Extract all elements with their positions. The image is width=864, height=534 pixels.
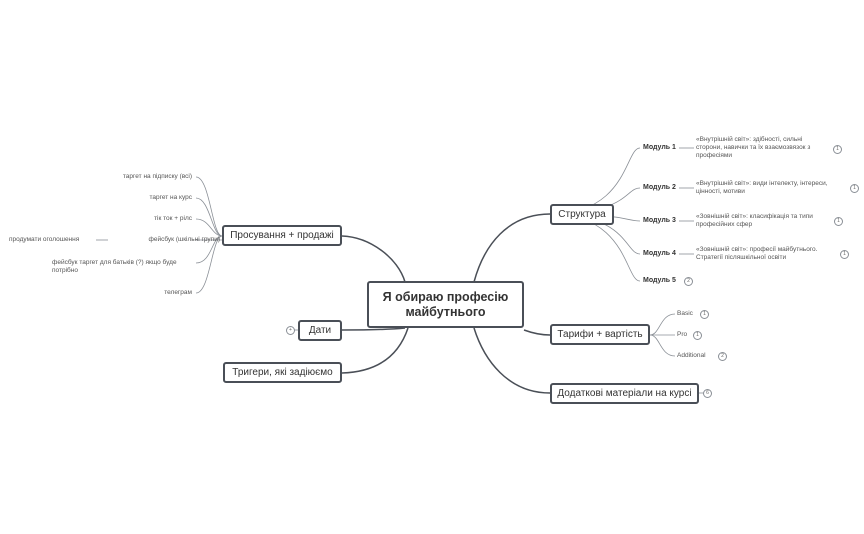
topic-tariffs[interactable]: Тарифи + вартість [550,324,650,345]
extra-count-badge[interactable]: 6 [703,389,712,398]
link-central-dates [341,327,406,331]
central-title-line2: майбутнього [405,304,486,319]
topic-extra-label: Додаткові матеріали на курсі [557,388,692,399]
topic-tariffs-label: Тарифи + вартість [557,329,643,340]
topic-structure-label: Структура [558,209,606,220]
promo-item-tiktok-reels[interactable]: тік ток + рілс [154,215,192,222]
module-1-desc[interactable]: «Внутрішній світ»: здібності, сильні сто… [696,136,811,159]
promo-item-telegram[interactable]: телеграм [164,289,192,296]
module-1[interactable]: Модуль 1 [643,144,676,151]
topic-triggers[interactable]: Тригери, які задіюємо [223,362,342,383]
topic-promo-sales[interactable]: Просування + продажі [222,225,342,246]
module-4[interactable]: Модуль 4 [643,250,676,257]
link-central-promo [341,235,406,283]
link-tariffs-item-2 [649,334,676,357]
tariff-pro-count-badge[interactable]: 1 [693,331,702,340]
promo-item-facebook-parents[interactable]: фейсбук таргет для батьків (?) якщо буде… [52,259,177,274]
central-title-line1: Я обираю професію [382,289,509,304]
link-tariffs-item-0 [649,313,676,336]
module-5-count-badge[interactable]: 2 [684,277,693,286]
module-2-desc[interactable]: «Внутрішній світ»: види інтелекту, інтер… [696,180,828,195]
link-promo-item-2 [195,218,223,237]
module-4-desc[interactable]: «Зовнішній світ»: професії майбутнього. … [696,246,818,261]
link-central-tariffs [523,329,551,336]
link-central-extra [473,327,551,394]
topic-dates[interactable]: Дати [298,320,342,341]
central-topic[interactable]: Я обираю професію майбутнього [367,281,524,328]
topic-structure[interactable]: Структура [550,204,614,225]
promo-subnote-ads[interactable]: продумати оголошення [9,236,80,243]
tariff-basic[interactable]: Basic [677,310,693,317]
link-promo-item-0 [195,176,223,237]
module-3-desc[interactable]: «Зовнішній світ»: класифікація та типи п… [696,213,813,228]
link-promo-item-1 [195,197,223,237]
module-2[interactable]: Модуль 2 [643,184,676,191]
link-central-triggers [341,327,409,374]
link-promo-item-5 [195,235,223,294]
promo-item-subscription-target[interactable]: таргет на підписку (всі) [122,173,192,180]
topic-dates-label: Дати [308,325,332,336]
topic-extra-materials[interactable]: Додаткові матеріали на курсі [550,383,699,404]
topic-triggers-label: Тригери, які задіюємо [232,367,333,378]
link-central-structure [473,213,551,283]
module-3[interactable]: Модуль 3 [643,217,676,224]
tariff-pro[interactable]: Pro [677,331,688,338]
module-4-count-badge[interactable]: 1 [840,250,849,259]
tariff-additional-count-badge[interactable]: 2 [718,352,727,361]
promo-item-facebook-school-groups[interactable]: фейсбук (шкільні групи) [148,236,221,243]
module-3-count-badge[interactable]: 1 [834,217,843,226]
topic-promo-label: Просування + продажі [230,230,334,241]
module-2-count-badge[interactable]: 1 [850,184,859,193]
module-5[interactable]: Модуль 5 [643,277,676,284]
module-1-count-badge[interactable]: 1 [833,145,842,154]
dates-expand-badge[interactable]: + [286,326,295,335]
tariff-additional[interactable]: Additional [677,352,706,359]
promo-item-course-target[interactable]: таргет на курс [149,194,192,201]
tariff-basic-count-badge[interactable]: 1 [700,310,709,319]
